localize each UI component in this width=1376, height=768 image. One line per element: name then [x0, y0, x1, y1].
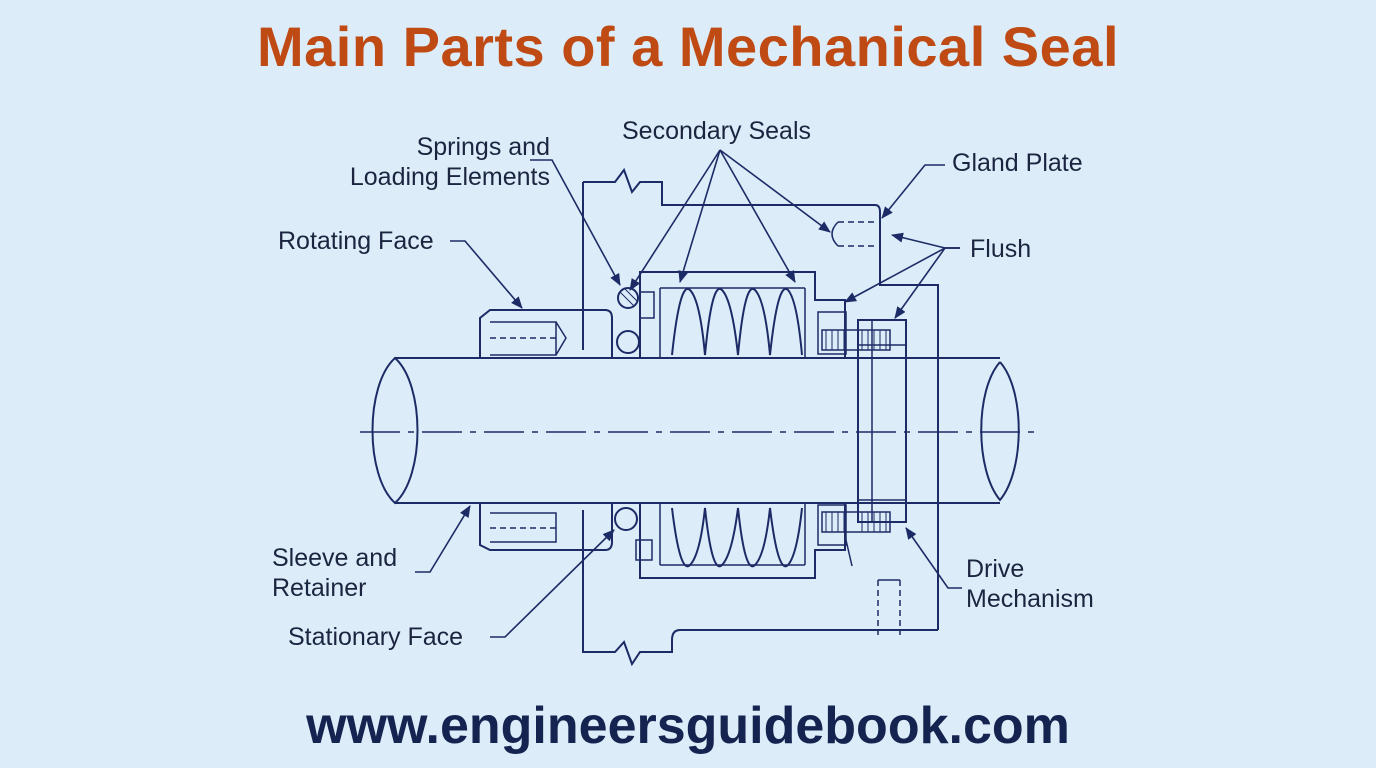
sleeve-label-line2: Retainer	[272, 574, 367, 602]
flush-label: Flush	[970, 235, 1032, 263]
sleeve-retainer	[479, 309, 613, 551]
seal-faces	[817, 311, 847, 546]
shaft	[360, 356, 1035, 505]
o-rings	[614, 287, 655, 561]
gland-housing	[582, 167, 939, 667]
stationary-face-label: Stationary Face	[288, 623, 464, 651]
sleeve-label: Sleeve and Retainer	[272, 543, 397, 603]
drive-collar	[821, 319, 907, 567]
drive-label-line2: Mechanism	[966, 585, 1094, 613]
springs-label-line1: Springs and	[416, 133, 550, 161]
springs-label: Springs and Loading Elements	[300, 132, 550, 192]
drive-label-line1: Drive	[966, 555, 1025, 583]
springs-label-line2: Loading Elements	[349, 163, 550, 191]
drive-label: Drive Mechanism	[966, 554, 1094, 614]
website-url: www.engineersguidebook.com	[306, 697, 1070, 755]
leader-lines	[415, 149, 962, 638]
gland-plate-label: Gland Plate	[952, 149, 1083, 177]
spring-coils	[671, 287, 803, 568]
secondary-seals-label: Secondary Seals	[622, 117, 812, 145]
page-title: Main Parts of a Mechanical Seal	[256, 15, 1120, 78]
sleeve-label-line1: Sleeve and	[272, 544, 398, 572]
rotating-face-label: Rotating Face	[278, 227, 434, 255]
